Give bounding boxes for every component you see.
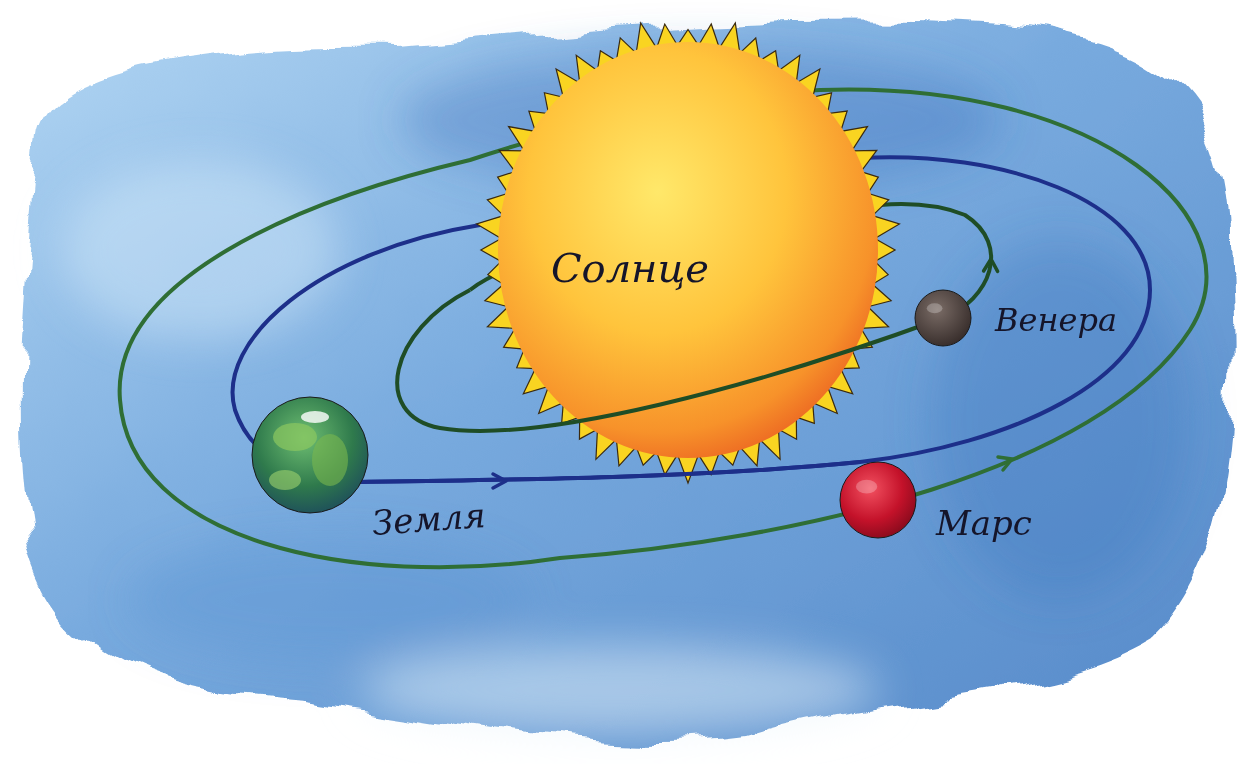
planet-highlight xyxy=(927,303,943,313)
planet-shape xyxy=(915,290,971,346)
planet-node: Марс xyxy=(840,462,916,538)
planet-circle xyxy=(252,397,368,513)
planet-circle xyxy=(915,290,971,346)
planet-node: Венера xyxy=(915,290,971,346)
sun-label: Солнце xyxy=(551,245,709,291)
continents xyxy=(269,411,348,490)
venus-orbit xyxy=(397,290,943,431)
orbit-arrow xyxy=(998,457,1012,470)
planet-name: Венера xyxy=(995,302,1117,339)
planet-node: Земля xyxy=(252,397,368,513)
planet-shape xyxy=(252,397,368,513)
earth-orbit xyxy=(350,462,860,482)
sun-body xyxy=(498,42,878,458)
sun-circle: Солнце xyxy=(478,20,898,480)
sun-corona xyxy=(477,23,900,483)
planet-name: Марс xyxy=(936,504,1032,543)
planet-shape xyxy=(840,462,916,538)
planet-circle xyxy=(840,462,916,538)
planet-name: Земля xyxy=(371,496,487,543)
planet-highlight xyxy=(856,480,877,494)
orbit-arrow xyxy=(984,259,998,271)
